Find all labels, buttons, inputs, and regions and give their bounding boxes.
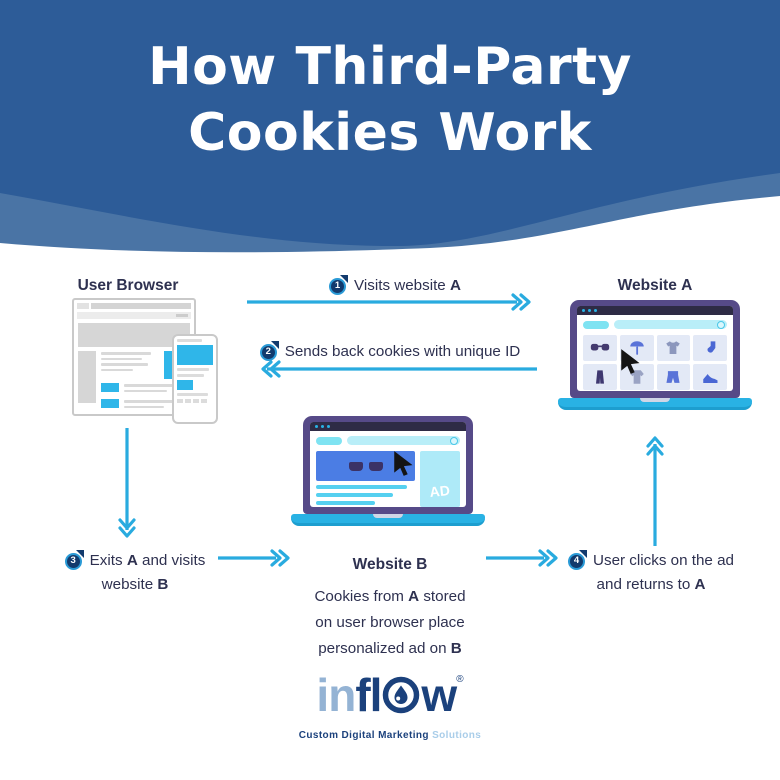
step3-label: 3 Exits A and visits website B bbox=[52, 549, 218, 597]
ad-box-label: AD bbox=[428, 482, 451, 501]
product-grid bbox=[583, 335, 727, 390]
retargeted-ad-banner bbox=[316, 451, 415, 481]
arrow-down-icon bbox=[118, 428, 136, 538]
step2-text: Sends back cookies with unique ID bbox=[284, 343, 521, 360]
product-tile bbox=[619, 364, 654, 390]
magnifier-icon bbox=[450, 437, 458, 445]
step1-text: Visits website A bbox=[354, 277, 461, 294]
logo-tagline: Custom Digital Marketing Solutions bbox=[298, 730, 482, 741]
shoe-icon bbox=[703, 374, 718, 383]
arrow-up-icon bbox=[646, 436, 664, 546]
title-line-1: How Third-Party bbox=[148, 37, 632, 97]
website-b-laptop-illustration: AD bbox=[291, 416, 485, 526]
search-bar bbox=[347, 436, 460, 445]
laptop-b-topbar bbox=[310, 422, 466, 431]
logo-w: w bbox=[421, 669, 457, 721]
logo-fl: fl bbox=[355, 669, 382, 721]
magnifier-icon bbox=[717, 321, 725, 329]
header-wave bbox=[0, 0, 780, 253]
step4-text-line1: User clicks on the ad bbox=[593, 552, 734, 569]
product-tile bbox=[693, 335, 727, 361]
step4-label: 4 User clicks on the ad and returns to A bbox=[556, 549, 746, 597]
page-title: How Third-Party Cookies Work bbox=[0, 34, 780, 166]
arrow-left-2-icon bbox=[261, 360, 537, 378]
laptop-a-topbar bbox=[577, 306, 733, 315]
product-tile bbox=[583, 335, 617, 361]
step3-text-line1: Exits A and visits bbox=[89, 552, 206, 569]
shorts-icon bbox=[666, 371, 680, 383]
step1-badge-icon: 1 bbox=[329, 274, 349, 295]
product-tile bbox=[656, 364, 691, 390]
laptop-a-base bbox=[558, 398, 752, 410]
caption-line2: on user browser place bbox=[315, 614, 465, 631]
website-a-label-text: Website bbox=[617, 277, 682, 294]
sunglasses-icon bbox=[368, 461, 383, 471]
registered-trademark: ® bbox=[456, 674, 464, 685]
caption-line1: Cookies from A stored bbox=[314, 588, 466, 605]
step4-text-line2: and returns to A bbox=[596, 576, 706, 593]
laptop-a-bezel bbox=[570, 300, 740, 398]
arrow-right-4-icon bbox=[486, 549, 558, 567]
product-tile bbox=[619, 335, 654, 361]
website-b-label-letter: B bbox=[416, 556, 428, 573]
product-tile bbox=[656, 335, 691, 361]
website-b-caption: Cookies from A stored on user browser pl… bbox=[272, 584, 508, 662]
laptop-b-bezel: AD bbox=[303, 416, 473, 514]
sock-icon bbox=[707, 341, 716, 353]
website-a-laptop-illustration bbox=[558, 300, 752, 410]
user-browser-label: User Browser bbox=[77, 277, 179, 294]
product-tile bbox=[693, 364, 727, 390]
laptop-b-base bbox=[291, 514, 485, 526]
website-b-label: Website B bbox=[310, 556, 470, 574]
sunglasses-icon bbox=[348, 461, 363, 471]
website-a-label: Website A bbox=[575, 277, 735, 295]
phone-icon bbox=[172, 334, 218, 424]
pants-icon bbox=[595, 370, 604, 384]
logo-droplet-icon bbox=[383, 676, 420, 714]
umbrella-icon bbox=[629, 341, 644, 355]
step3-badge-icon: 3 bbox=[64, 549, 84, 570]
step1-label: 1 Visits website A bbox=[265, 274, 525, 298]
ad-sidebar-box: AD bbox=[420, 451, 460, 507]
search-bar bbox=[614, 320, 727, 329]
title-line-2: Cookies Work bbox=[188, 103, 592, 163]
caption-line3: personalized ad on B bbox=[318, 640, 462, 657]
arrow-right-3-icon bbox=[218, 549, 290, 567]
sunglasses-icon bbox=[590, 343, 610, 351]
jacket-icon bbox=[629, 370, 644, 384]
step2-label: 2 Sends back cookies with unique ID bbox=[240, 340, 540, 364]
step3-text-line2: website B bbox=[101, 576, 169, 593]
website-a-label-letter: A bbox=[681, 277, 693, 294]
user-browser-illustration bbox=[70, 296, 218, 428]
logo-in: in bbox=[316, 669, 356, 721]
product-tile bbox=[583, 364, 617, 390]
step2-badge-icon: 2 bbox=[259, 340, 279, 361]
tshirt-icon bbox=[666, 341, 681, 354]
step4-badge-icon: 4 bbox=[568, 549, 588, 570]
arrow-right-1-icon bbox=[247, 293, 531, 311]
website-b-label-text: Website bbox=[352, 556, 417, 573]
